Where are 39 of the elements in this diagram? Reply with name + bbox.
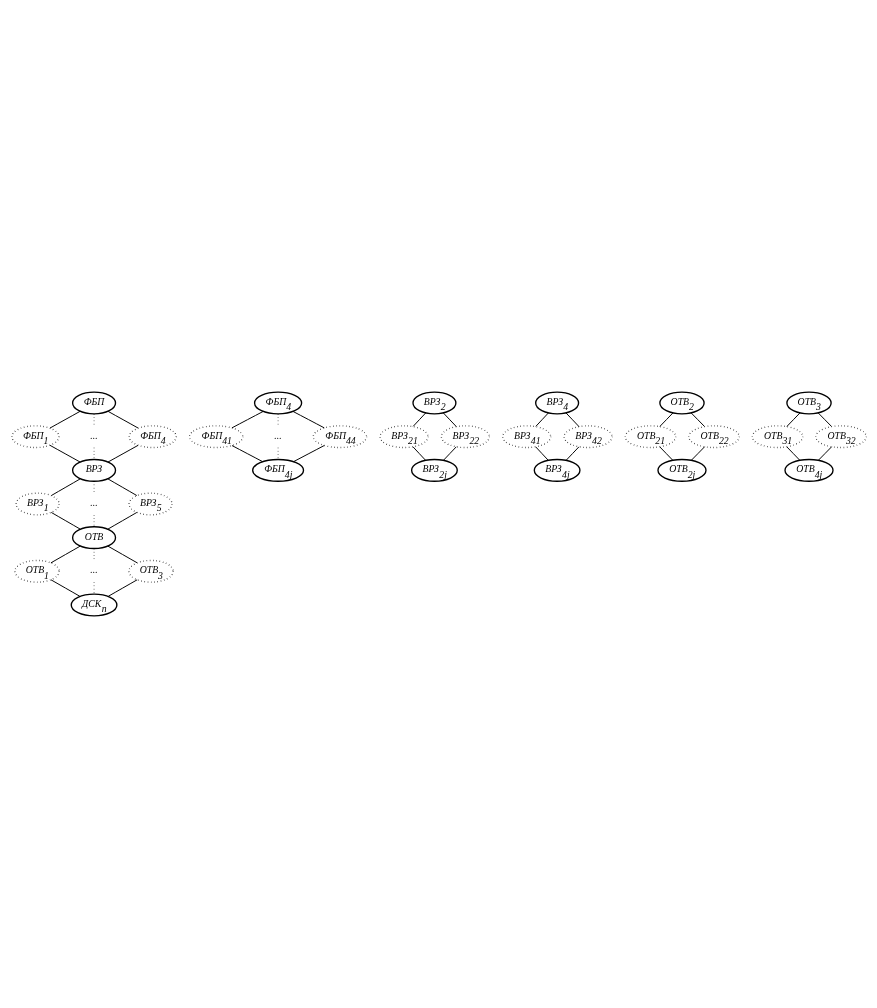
connector	[107, 579, 138, 597]
connector	[785, 446, 800, 461]
connector	[230, 410, 264, 429]
connector	[292, 410, 325, 429]
node-text: ...	[273, 429, 282, 441]
connector	[48, 444, 81, 463]
node-text: ...	[89, 564, 98, 576]
connector	[817, 412, 832, 427]
node-text: ...	[89, 496, 98, 508]
node-ellipse: ФБП	[71, 391, 116, 415]
node-ellipse: ВРЗ	[71, 458, 116, 482]
node-text: ...	[89, 429, 98, 441]
connector	[690, 446, 705, 461]
connector	[565, 446, 579, 461]
connector	[442, 412, 457, 428]
connector	[817, 446, 832, 461]
connector	[785, 412, 800, 427]
connector	[292, 445, 325, 463]
node-ellipse: ОТВ	[71, 526, 116, 550]
connector	[534, 446, 549, 461]
connector	[106, 478, 137, 496]
connector	[49, 545, 81, 564]
connector	[49, 410, 80, 429]
connector	[50, 478, 81, 496]
connector	[107, 410, 139, 429]
connector	[106, 545, 138, 564]
connector	[412, 446, 426, 461]
connector	[690, 412, 705, 427]
connector	[107, 444, 139, 463]
connector	[534, 412, 549, 427]
connector	[565, 412, 579, 428]
connector	[50, 579, 80, 597]
connector	[106, 511, 137, 530]
connector	[658, 446, 673, 461]
connector	[412, 412, 426, 427]
connector	[442, 446, 457, 461]
connector	[658, 412, 673, 427]
connector	[231, 445, 263, 463]
connector	[50, 511, 81, 530]
